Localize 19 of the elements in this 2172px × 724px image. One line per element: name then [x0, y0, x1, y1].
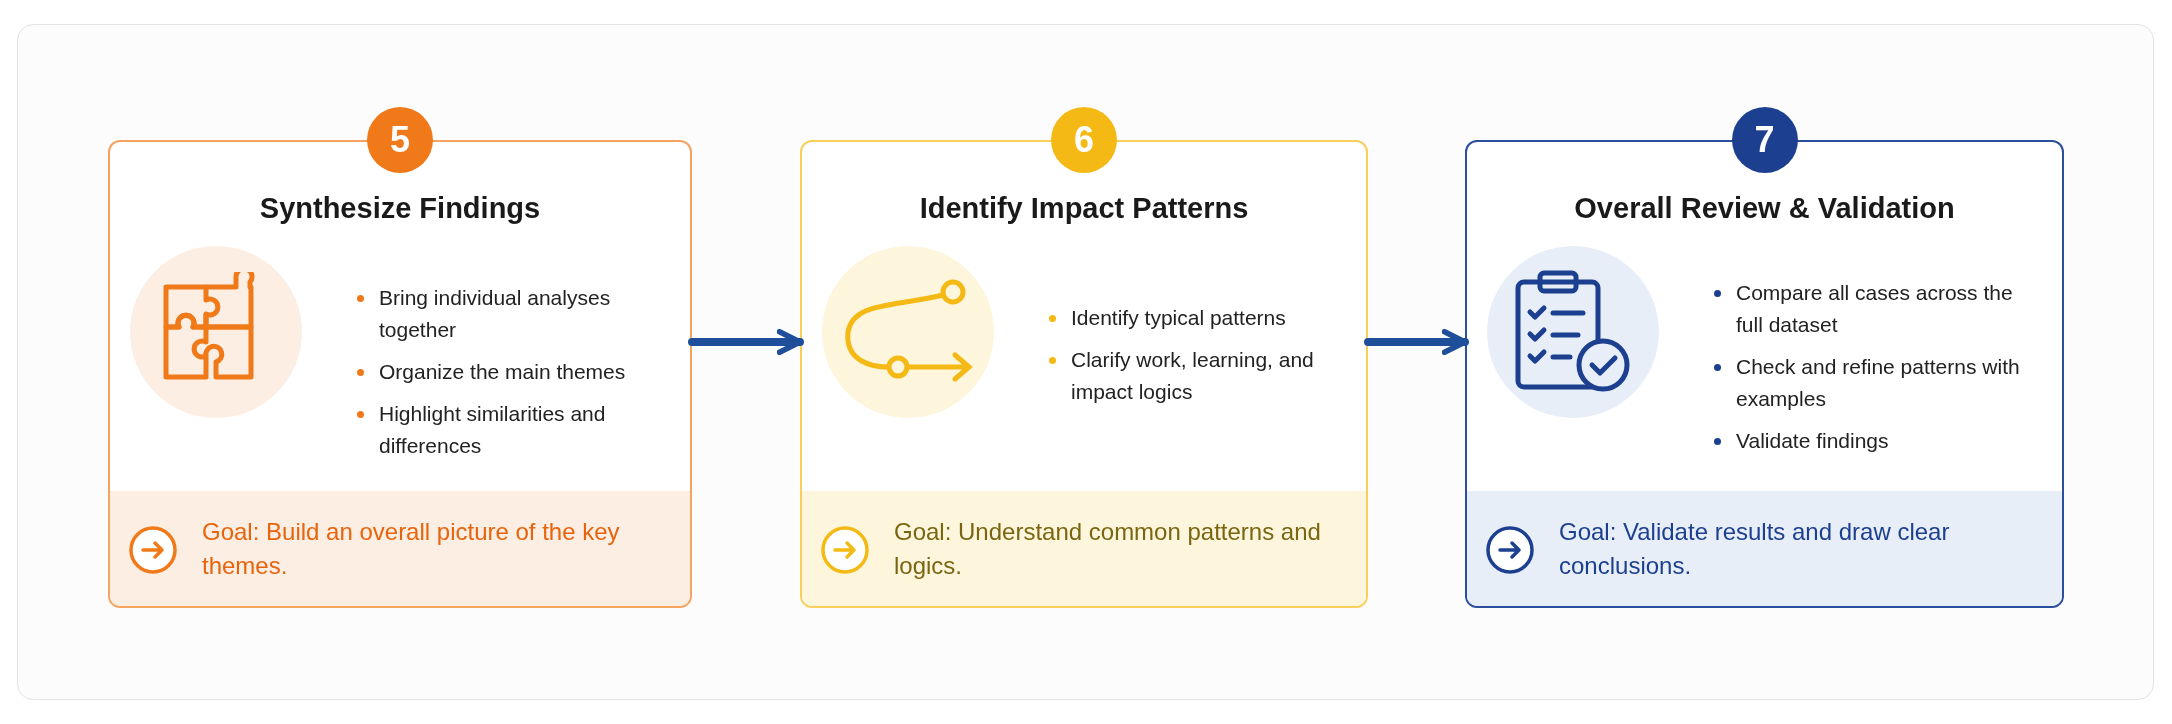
goal-band — [1467, 491, 2062, 606]
bullet-item: Compare all cases across the full dataset — [1712, 277, 2042, 341]
bullet-item: Clarify work, learning, and impact logics — [1047, 344, 1346, 408]
bullet-item: Validate findings — [1712, 425, 2042, 457]
goal-text: Goal: Validate results and draw clear conclusions. — [1559, 517, 1951, 581]
bullet-item: Check and refine patterns with examples — [1712, 351, 2042, 415]
goal-band — [110, 491, 690, 606]
bullet-item: Identify typical patterns — [1047, 302, 1346, 334]
goal-text: Goal: Build an overall picture of the key themes. — [202, 517, 621, 581]
step-title: Synthesize Findings — [258, 192, 542, 225]
arrow — [1364, 328, 1469, 356]
step-title: Identify Impact Patterns — [918, 192, 1250, 225]
step-title: Overall Review & Validation — [1573, 192, 1956, 225]
bullet-item: Highlight similarities and differences — [355, 398, 670, 462]
bullet-item: Bring individual analyses together — [355, 282, 670, 346]
goal-text: Goal: Understand common patterns and logics. — [894, 517, 1322, 581]
bullet-item: Organize the main themes — [355, 356, 670, 388]
goal-band — [802, 491, 1366, 606]
arrow — [688, 328, 804, 356]
